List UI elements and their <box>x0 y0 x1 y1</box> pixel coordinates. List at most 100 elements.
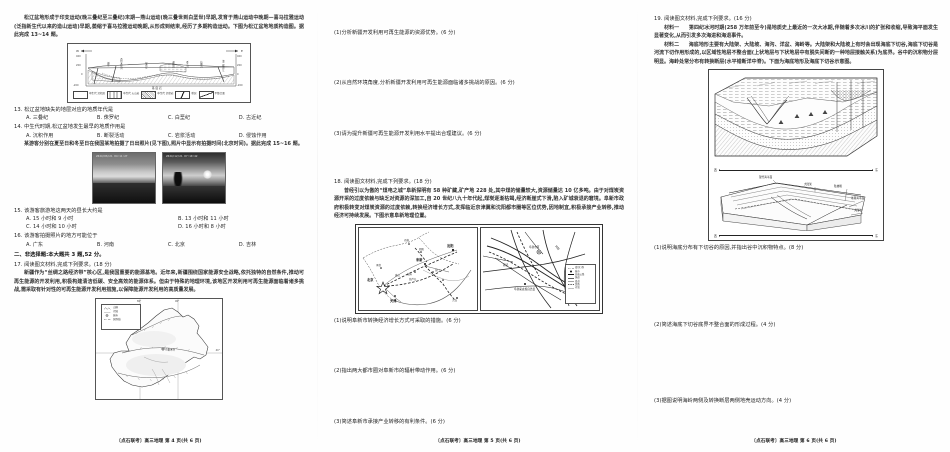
page-seam <box>637 0 638 452</box>
q16-options: A. 广东 B. 河南 C. 北京 D. 吉林 <box>14 241 304 249</box>
answer-space-19-2b[interactable] <box>654 369 938 395</box>
svg-text:沈阳: 沈阳 <box>554 244 561 251</box>
answer-space-17-2[interactable] <box>334 88 624 128</box>
answer-space-18-1[interactable] <box>334 325 624 365</box>
svg-text:W: W <box>76 49 79 53</box>
legend-row: 河流 <box>104 310 138 314</box>
q13-option-a[interactable]: A. 三叠纪 <box>26 115 49 122</box>
q15-option-b[interactable]: B. 13 小时和 11 小时 <box>178 216 229 223</box>
svg-text:西拉木伦河: 西拉木伦河 <box>120 56 123 69</box>
q16-option-c[interactable]: C. 北京 <box>167 242 186 249</box>
answer-space-18-2[interactable] <box>334 376 624 416</box>
legend-item: 中生代 沉积岩 <box>141 90 173 99</box>
svg-text:0: 0 <box>81 73 83 76</box>
svg-text:200: 200 <box>237 64 242 67</box>
answer-space-19-1b[interactable] <box>654 293 938 319</box>
lon-label-80: 80° <box>137 299 142 303</box>
q14-option-a[interactable]: A. 沉积作用 <box>26 132 54 139</box>
legend-item: 中生代 火山岩 <box>107 90 139 99</box>
q16-option-d[interactable]: D. 吉林 <box>238 242 257 249</box>
answer-space-17-1[interactable] <box>334 37 624 77</box>
q15-option-c[interactable]: C. 14 小时和 10 小时 <box>26 224 77 231</box>
q15-number: 15. <box>14 207 23 214</box>
east-marker-1: 东 <box>875 168 878 173</box>
section-2-heading: 二、非选择题:本大题共 3 题,52 分。 <box>14 252 105 259</box>
legend-item: 断层 <box>175 90 197 99</box>
svg-text:-200: -200 <box>73 84 79 87</box>
material-2-label: 材料二 <box>664 41 680 48</box>
answer-space-17-3[interactable] <box>334 138 624 164</box>
q16-option-a[interactable]: A. 广东 <box>26 242 44 249</box>
label-continental-slope: 大陆坡 <box>854 208 862 212</box>
legend-row: 省(区)界 <box>567 266 594 269</box>
q16-stem: 该游客拍摄照片的地方可能位于 <box>24 233 98 240</box>
q15-option-d[interactable]: D. 16 小时和 8 小时 <box>178 224 226 231</box>
svg-text:营口: 营口 <box>435 268 440 272</box>
q16-number: 16. <box>14 233 23 240</box>
svg-text:第二松花江: 第二松花江 <box>222 58 225 71</box>
figure-fuxin-wrap: 北京 天津 阜新 沈阳 赤峰 朝阳 锦州 葫芦岛 营口 大连 承德 <box>334 223 624 314</box>
figure-geology-wrap: W E 400 200 0 -200 400 200 0 <box>14 42 304 103</box>
q14-option-b[interactable]: B. 断裂活动 <box>96 132 125 139</box>
q19-part-2: (2)简述海底下切谷底界不整合面的形成过程。(4 分) <box>654 321 776 328</box>
answer-space-19-1[interactable] <box>654 253 938 293</box>
svg-text:嫩江: 嫩江 <box>107 60 110 66</box>
fuxin-legend: 省(区)界 城市 高速公路 国道 <box>565 263 596 304</box>
svg-text:彰武: 彰武 <box>503 263 509 267</box>
figure-seafloor-block-diagram <box>711 72 881 168</box>
answer-space-19-2[interactable] <box>654 329 938 369</box>
svg-text:承德: 承德 <box>376 263 381 267</box>
svg-text:200: 200 <box>76 64 81 67</box>
material-1-label: 材料一 <box>664 24 680 31</box>
q18-part-2: (2)指出两大都市圈对阜新市的辐射带动作用。(6 分) <box>334 368 456 375</box>
q14-option-c[interactable]: C. 岩浆活动 <box>167 132 196 139</box>
question-14: 14. 中生代时期,松辽盆地发生最早的地质作用是 <box>14 123 304 132</box>
svg-text:大连: 大连 <box>452 298 457 302</box>
fuxin-detail-map: 阜新市区 阜新蒙古族自治县 沈阳 彰武 省(区)界 <box>480 226 600 311</box>
direction-arrow-line-2 <box>718 234 874 237</box>
lon-label-90: 90° <box>175 299 180 303</box>
exam-page-5: (1)分析新疆开发利用可再生能源的资源优势。(6 分) (2)从自然环境角度,分… <box>318 0 638 452</box>
q17-part-2: (2)从自然环境角度,分析新疆开发利用可再生能源面临诸多挑战的原因。(6 分) <box>334 80 515 87</box>
figure-seafloor-group: 西 东 <box>708 69 884 242</box>
photo-summer-solstice-sunrise: 2024/06/21 04:11:27 <box>92 151 156 204</box>
photo-timestamp-2: 2024/12/21 07:10:42 <box>166 154 198 158</box>
q13-option-c[interactable]: C. 白垩纪 <box>167 115 191 122</box>
legend-row: 河流 <box>567 286 594 289</box>
q13-option-d[interactable]: D. 古近纪 <box>238 115 262 122</box>
svg-text:葫芦岛: 葫芦岛 <box>409 277 417 281</box>
svg-text:沈阳: 沈阳 <box>447 243 453 248</box>
q16-option-b[interactable]: B. 河南 <box>96 242 115 249</box>
q13-stem: 松辽盆地缺失的地层对应的地质年代是 <box>24 106 114 113</box>
page-seam <box>317 0 318 452</box>
fx-legend-label-5: 铁路 <box>575 283 580 287</box>
svg-text:阜新市区: 阜新市区 <box>529 245 540 249</box>
photo-winter-solstice-sunrise: 2024/12/21 07:10:42 <box>162 151 226 204</box>
svg-text:通肯河: 通肯河 <box>172 59 175 67</box>
fx-legend-label-1: 城市 <box>575 269 580 273</box>
svg-text:朝阳: 朝阳 <box>419 247 424 251</box>
photo-foreground-2 <box>163 185 225 203</box>
legend-row: 高速公路 <box>567 273 594 276</box>
photo-foreground-1 <box>93 182 155 203</box>
q14-option-d[interactable]: D. 侵蚀作用 <box>238 132 267 139</box>
q13-option-b[interactable]: B. 侏罗纪 <box>96 115 120 122</box>
west-marker-1: 西 <box>714 168 717 173</box>
legend-label-0: 中生代 沉积层 <box>89 92 106 96</box>
legend-row: 山脉 <box>104 306 138 310</box>
question-16: 16. 该游客拍摄照片的地方可能位于 <box>14 232 304 241</box>
legend-swatch-fault <box>175 90 191 99</box>
q19-stem: 阅读图文材料,完成下列要求。(16 分) <box>664 16 752 22</box>
page-5-footer: 〔点石联考〕高三地理 第 5 页(共 6 页) <box>435 438 521 444</box>
figure-seafloor-3d-diagram: 现代海平面 大陆架 陆坡端 冰期海平面 大陆坡 <box>711 175 881 233</box>
q19-part-1: (1)说明海底分布有下切谷的原因,并指出谷中沉积物特点。(8 分) <box>654 245 804 252</box>
question-13: 13. 松辽盆地缺失的地层对应的地质年代是 <box>14 106 304 115</box>
legend-row: 国道 <box>567 276 594 279</box>
svg-text:北京: 北京 <box>367 277 374 282</box>
svg-text:400: 400 <box>237 55 242 58</box>
q17-material: 新疆作为“丝绸之路经济带”核心区,是我国重要的能源基地。近年来,新疆围绕国家能源… <box>14 270 304 294</box>
q15-option-a[interactable]: A. 15 小时和 9 小时 <box>26 216 74 223</box>
fuxin-regional-map: 北京 天津 阜新 沈阳 赤峰 朝阳 锦州 葫芦岛 营口 大连 承德 <box>358 226 478 311</box>
xj-legend-label-1: 河流 <box>113 310 119 314</box>
